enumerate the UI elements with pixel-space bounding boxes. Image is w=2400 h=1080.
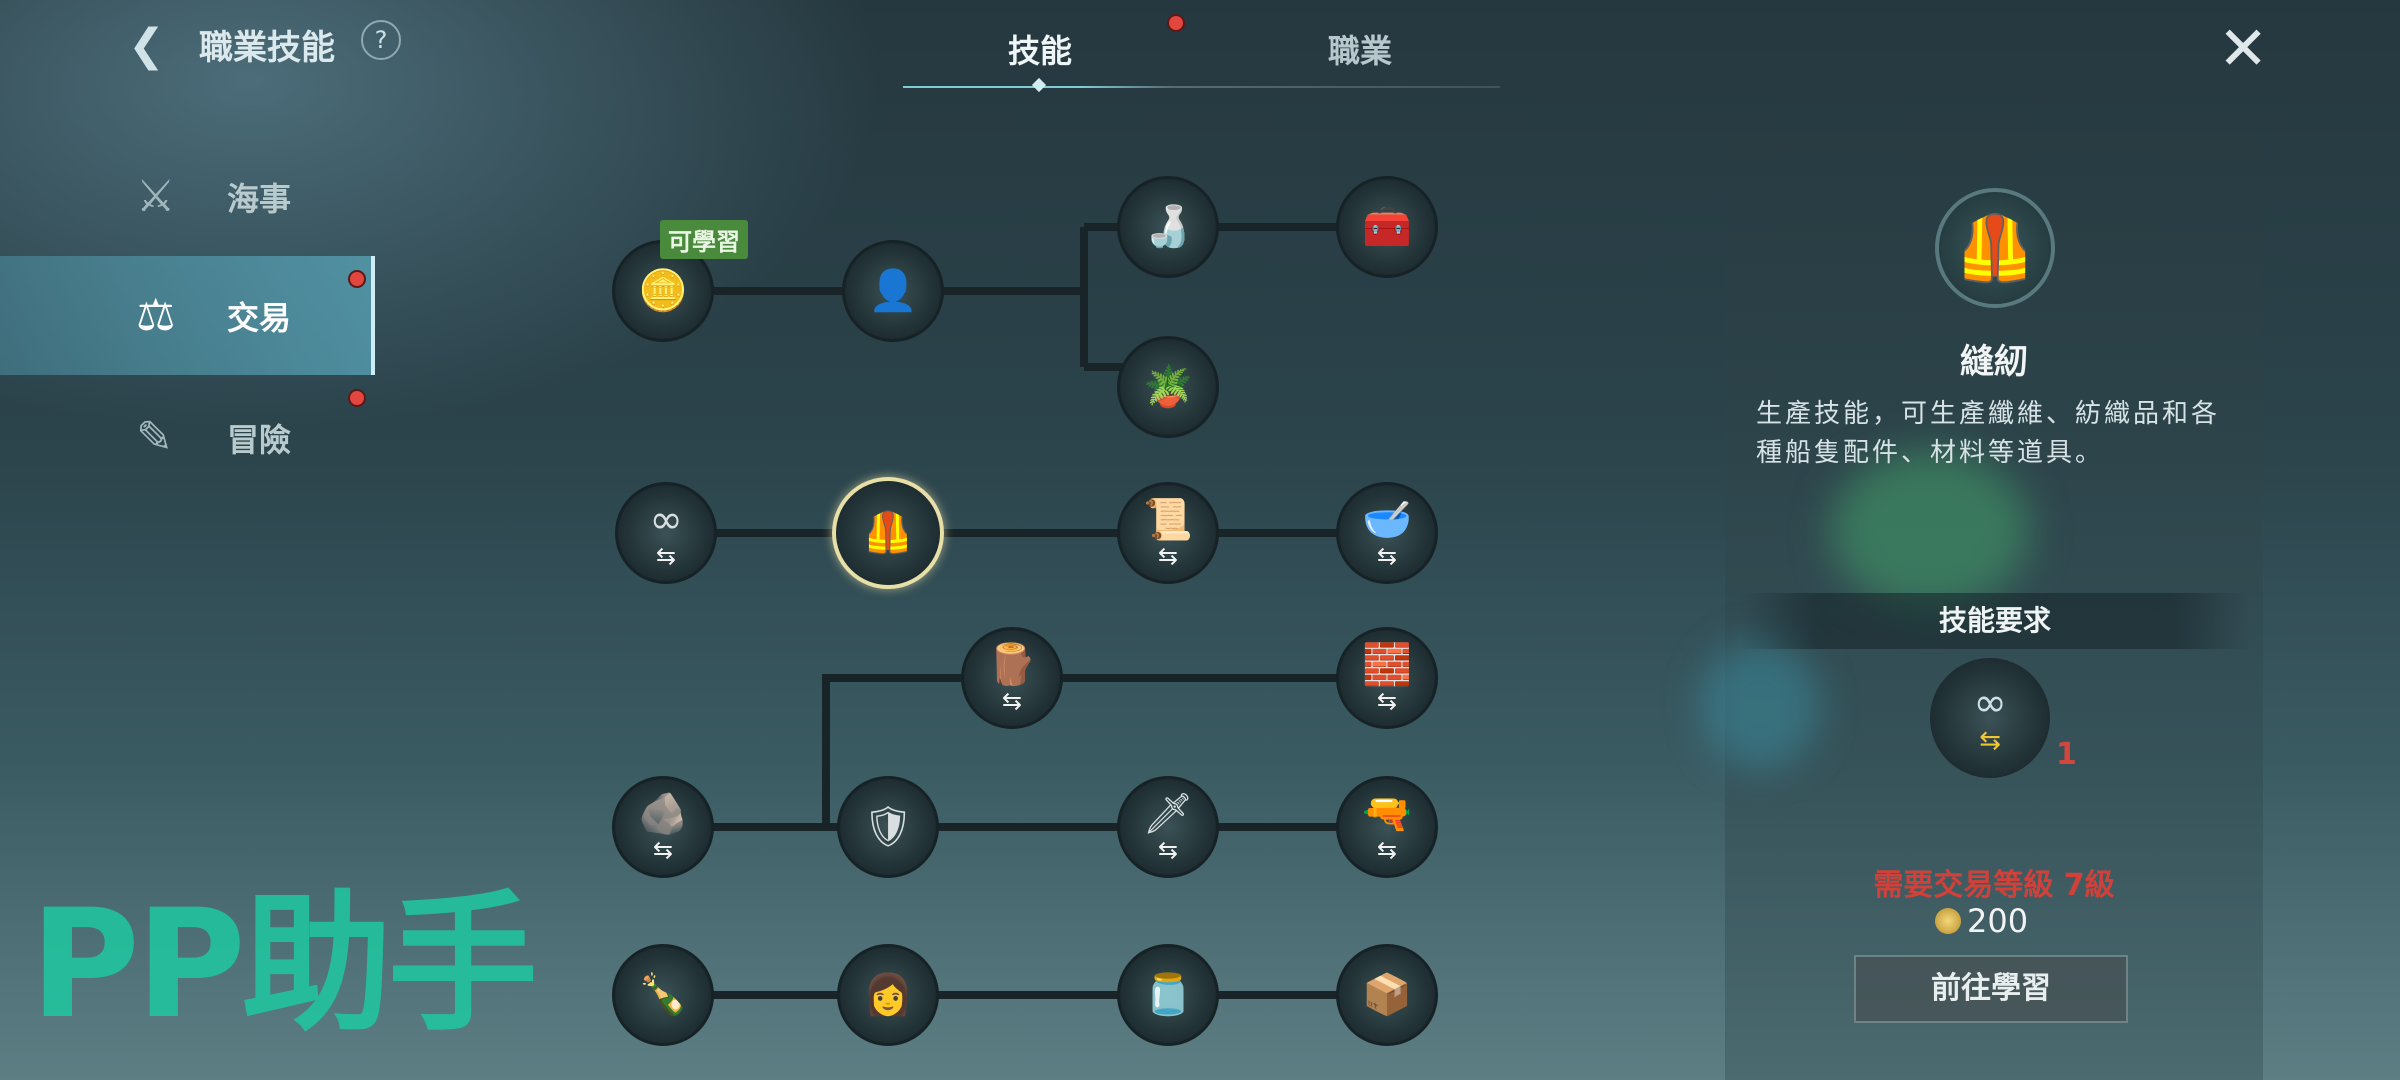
spool-icon: ∞ <box>649 497 683 543</box>
tab-underline <box>903 86 1500 88</box>
swap-arrows-icon: ⇆ <box>1001 687 1023 715</box>
skill-node-ingots[interactable]: 🧱⇆ <box>1336 627 1438 729</box>
tab-profession[interactable]: 職業 <box>1328 32 1393 70</box>
cost-value: 200 <box>1967 902 2029 940</box>
sewing-icon: 🦺 <box>863 510 913 556</box>
coin-icon <box>1935 908 1961 934</box>
skill-node-spool[interactable]: ∞⇆ <box>615 482 717 584</box>
back-arrow-icon[interactable]: ❮ <box>128 20 165 71</box>
vest-icon: 🦺 <box>1935 188 2055 308</box>
learn-button[interactable]: 前往學習 <box>1854 955 2128 1023</box>
swap-arrows-icon: ⇆ <box>1376 836 1398 864</box>
skill-node-jar[interactable]: 🫙 <box>1117 944 1219 1046</box>
notification-dot <box>1167 14 1185 32</box>
swap-arrows-icon: ⇆ <box>1376 542 1398 570</box>
skill-node-shield-sword[interactable]: 🛡 <box>837 776 939 878</box>
sidebar-item-maritime[interactable]: ⚔ 海事 <box>0 137 375 256</box>
crossed-swords-icon: ⚔ <box>136 171 176 222</box>
page-title: 職業技能 <box>199 28 335 68</box>
coins-icon: 🪙 <box>638 268 688 314</box>
swap-arrows-icon: ⇆ <box>1157 836 1179 864</box>
cloth-roll-icon: 📜 <box>1143 497 1193 543</box>
skill-node-logs[interactable]: 🪵⇆ <box>961 627 1063 729</box>
swap-arrows-icon: ⇆ <box>1157 542 1179 570</box>
sidebar-item-label: 冒險 <box>227 420 292 459</box>
swap-arrows-icon: ⇆ <box>1376 687 1398 715</box>
cost: 200 <box>1935 902 2028 940</box>
skill-node-judge[interactable]: 👤 <box>842 240 944 342</box>
poison-bottle-icon: 🍾 <box>638 972 688 1018</box>
jar-icon: 🫙 <box>1143 972 1193 1018</box>
bowls-icon: 🥣 <box>1362 497 1412 543</box>
ammo-box-icon: 📦 <box>1362 972 1412 1018</box>
tab-skills[interactable]: 技能 <box>1008 32 1073 70</box>
light-glow <box>1700 640 1820 770</box>
skill-node-chest[interactable]: 🧰 <box>1336 176 1438 278</box>
sidebar-item-label: 海事 <box>227 179 292 218</box>
tree-link <box>663 223 1387 371</box>
judge-icon: 👤 <box>868 268 918 314</box>
skill-node-bowls[interactable]: 🥣⇆ <box>1336 482 1438 584</box>
skill-node-ore[interactable]: 🪨⇆ <box>612 776 714 878</box>
sabre-icon: 🗡 <box>1142 791 1194 837</box>
sidebar-item-trade[interactable]: ⚖ 交易 <box>0 256 375 375</box>
skill-node-woman[interactable]: 👩 <box>837 944 939 1046</box>
close-icon[interactable]: ✕ <box>2218 14 2269 84</box>
notification-dot <box>348 389 366 407</box>
watermark: PP助手 <box>30 878 538 1052</box>
help-button[interactable]: ? <box>361 20 401 60</box>
required-trade-level: 需要交易等級 7級 <box>1873 868 2115 903</box>
skill-name: 縫紉 <box>1960 342 2028 382</box>
logs-icon: 🪵 <box>987 642 1037 688</box>
sidebar-item-adventure[interactable]: ✎ 冒險 <box>0 378 375 497</box>
light-glow <box>1830 450 2030 610</box>
plant-icon: 🪴 <box>1143 364 1193 410</box>
ore-icon: 🪨 <box>638 791 688 837</box>
skill-node-sewing[interactable]: 🦺 <box>832 477 944 589</box>
woman-icon: 👩 <box>863 972 913 1018</box>
spool-icon: ∞ <box>1973 680 2007 726</box>
learnable-badge: 可學習 <box>660 220 748 259</box>
swap-arrows-icon: ⇆ <box>1979 726 2001 756</box>
scales-icon: ⚖ <box>136 290 176 341</box>
swap-arrows-icon: ⇆ <box>655 542 677 570</box>
skill-node-pistol[interactable]: 🔫⇆ <box>1336 776 1438 878</box>
shield-sword-icon: 🛡 <box>862 804 914 850</box>
skill-node-ammo-box[interactable]: 📦 <box>1336 944 1438 1046</box>
spyglass-icon: ✎ <box>136 412 173 463</box>
ingots-icon: 🧱 <box>1362 642 1412 688</box>
pistol-icon: 🔫 <box>1362 791 1412 837</box>
sidebar-item-label: 交易 <box>227 298 292 337</box>
skill-node-cloth-roll[interactable]: 📜⇆ <box>1117 482 1219 584</box>
skill-node-bottle-down[interactable]: 🍶 <box>1117 176 1219 278</box>
required-skill-node[interactable]: ∞ ⇆ <box>1930 658 2050 778</box>
skill-description: 生產技能，可生產纖維、紡織品和各種船隻配件、材料等道具。 <box>1756 399 2221 468</box>
skill-node-plant[interactable]: 🪴 <box>1117 336 1219 438</box>
chest-icon: 🧰 <box>1362 204 1412 250</box>
required-skill-level: 1 <box>2056 737 2077 772</box>
skill-node-poison-bottle[interactable]: 🍾 <box>612 944 714 1046</box>
tree-link <box>663 674 1387 831</box>
notification-dot <box>348 270 366 288</box>
skill-node-sabre[interactable]: 🗡⇆ <box>1117 776 1219 878</box>
swap-arrows-icon: ⇆ <box>652 836 674 864</box>
bottle-down-icon: 🍶 <box>1143 204 1193 250</box>
requirements-title: 技能要求 <box>1740 593 2250 649</box>
